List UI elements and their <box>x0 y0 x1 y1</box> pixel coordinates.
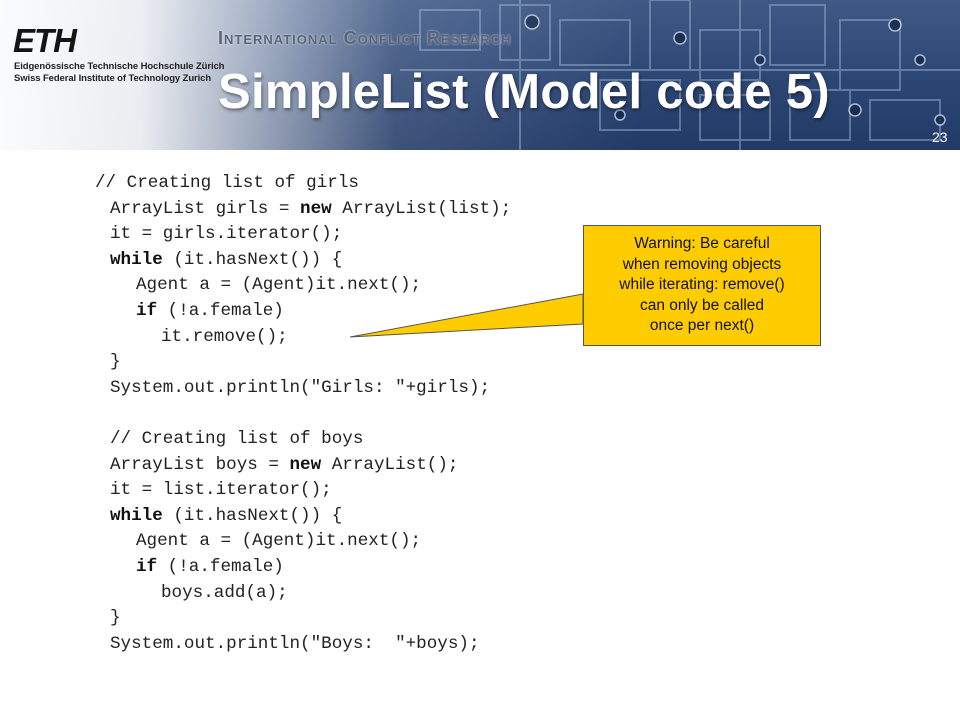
code-line: // Creating list of boys <box>110 426 363 452</box>
code-line: // Creating list of girls <box>95 170 359 196</box>
code-text: Agent a = (Agent)it.next(); <box>136 531 422 552</box>
callout-line: when removing objects <box>622 255 782 273</box>
code-keyword: new <box>300 198 332 219</box>
code-text: (it.hasNext()) { <box>162 249 343 270</box>
code-text: boys.add(a); <box>161 582 288 603</box>
game-board-background <box>400 0 960 150</box>
code-text: it.remove(); <box>161 326 288 347</box>
code-line: } <box>110 349 121 375</box>
slide-title: SimpleList (Model code 5) <box>218 65 830 119</box>
code-keyword: while <box>110 249 163 270</box>
department-name: International Conflict Research <box>218 28 512 48</box>
page-number: 23 <box>932 129 948 145</box>
code-line: it.remove(); <box>161 324 288 350</box>
code-text: ArrayList(); <box>321 454 459 475</box>
code-line: System.out.println("Girls: "+girls); <box>110 375 490 401</box>
code-text: // Creating list of girls <box>95 173 359 193</box>
code-line: if (!a.female) <box>136 298 284 324</box>
code-line: Agent a = (Agent)it.next(); <box>136 528 421 554</box>
code-text: (it.hasNext()) { <box>162 505 343 526</box>
eth-subtitle-german: Eidgenössische Technische Hochschule Zür… <box>14 61 225 72</box>
code-text: } <box>110 608 121 629</box>
code-text: // Creating list of boys <box>110 429 364 449</box>
code-line: if (!a.female) <box>136 554 284 580</box>
code-text: } <box>110 352 121 373</box>
code-line: Agent a = (Agent)it.next(); <box>136 272 421 298</box>
code-line: while (it.hasNext()) { <box>110 503 342 529</box>
code-text: System.out.println("Boys: "+boys); <box>110 633 480 654</box>
code-line: } <box>110 605 121 631</box>
code-line: it = girls.iterator(); <box>110 221 342 247</box>
callout-line: can only be called <box>639 296 765 314</box>
code-keyword: if <box>136 557 158 577</box>
header-banner: ETH Eidgenössische Technische Hochschule… <box>0 0 960 150</box>
callout-line: while iterating: remove() <box>619 276 785 294</box>
code-text: (!a.female) <box>157 301 284 321</box>
code-text: System.out.println("Girls: "+girls); <box>110 377 491 398</box>
code-keyword: new <box>289 454 322 475</box>
code-line: System.out.println("Boys: "+boys); <box>110 631 480 657</box>
warning-callout: Warning: Be careful when removing object… <box>583 225 821 346</box>
code-keyword: while <box>110 505 163 526</box>
eth-subtitle-english: Swiss Federal Institute of Technology Zu… <box>14 73 212 84</box>
code-text: (!a.female) <box>157 557 284 577</box>
code-line: ArrayList girls = new ArrayList(list); <box>110 196 511 222</box>
code-line: boys.add(a); <box>161 580 288 606</box>
code-line: while (it.hasNext()) { <box>110 247 342 273</box>
code-line: ArrayList boys = new ArrayList(); <box>110 452 458 478</box>
code-text: ArrayList boys = <box>110 454 290 475</box>
code-line: it = list.iterator(); <box>110 477 332 503</box>
code-text: it = list.iterator(); <box>110 480 332 501</box>
header-fade <box>0 0 640 150</box>
code-keyword: if <box>136 301 158 321</box>
code-text: Agent a = (Agent)it.next(); <box>136 275 422 296</box>
eth-logo: ETH <box>13 22 77 59</box>
code-text: ArrayList girls = <box>110 198 301 219</box>
code-text: ArrayList(list); <box>331 198 512 219</box>
code-text: it = girls.iterator(); <box>110 224 343 245</box>
callout-line: Warning: Be careful <box>634 235 770 253</box>
callout-line: once per next() <box>649 317 755 335</box>
